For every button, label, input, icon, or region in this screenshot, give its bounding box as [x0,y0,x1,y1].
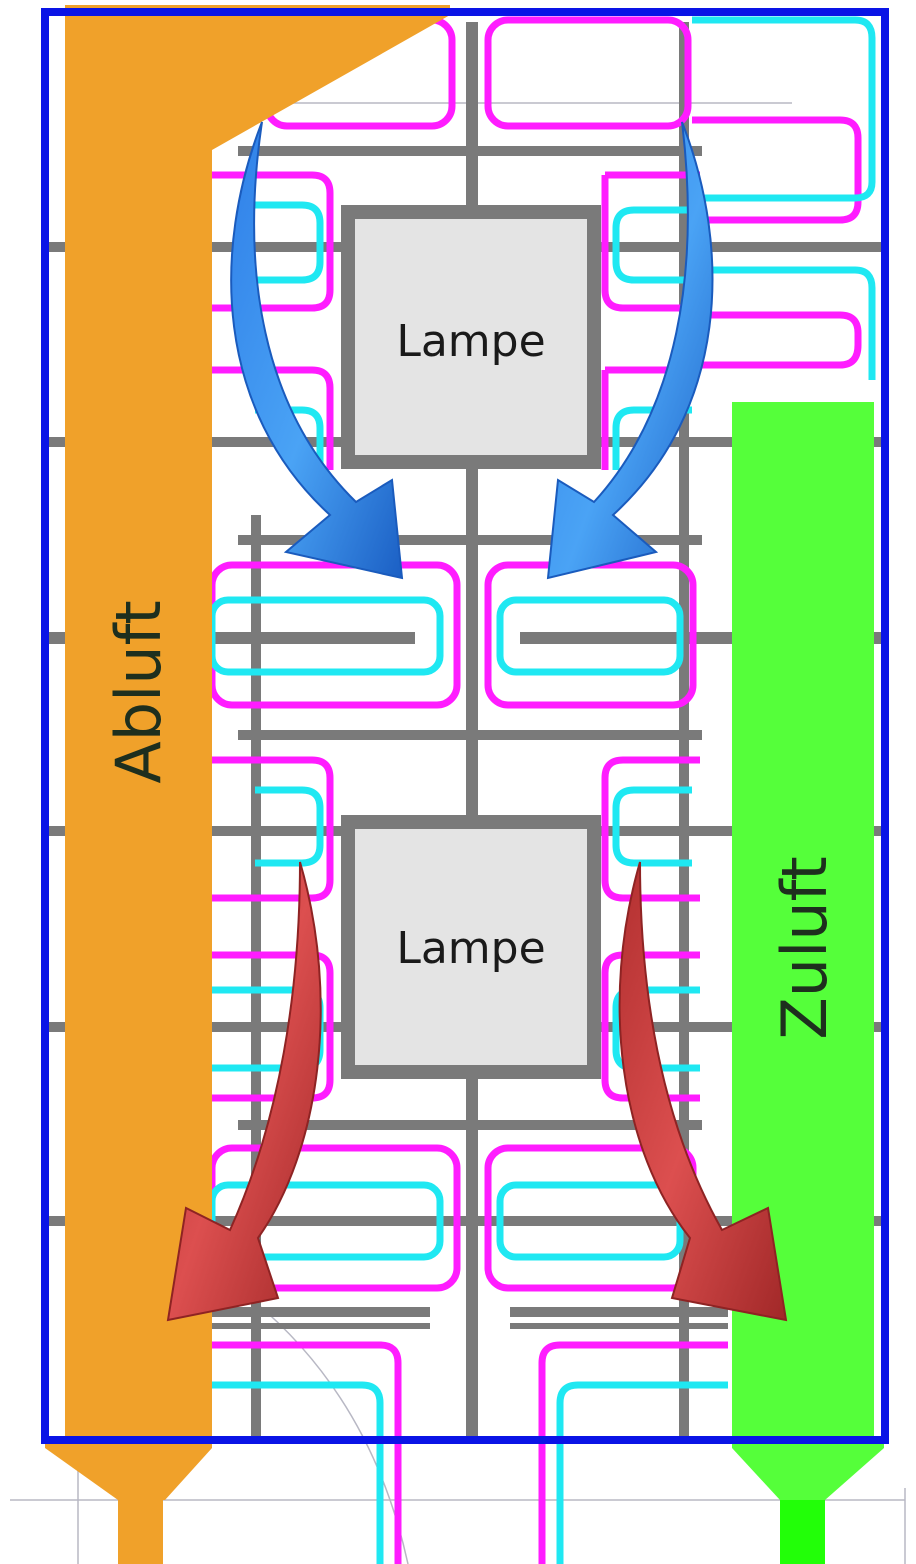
supply-label: Zuluft [768,856,841,1039]
lamp-bottom: Lampe [341,815,601,1079]
exhaust-label: Abluft [102,600,175,783]
lamp-bottom-label: Lampe [396,923,545,974]
cool-arrow-left [230,121,404,580]
warm-arrow-left [166,861,322,1322]
warm-airflow-arrows [166,861,788,1322]
cool-airflow-arrows [230,121,714,580]
room-frame [41,8,889,1444]
exhaust-duct [45,5,450,1564]
lamp-top: Lampe [341,205,601,469]
lamp-top-label: Lampe [396,316,545,367]
warm-arrow-right [618,861,788,1322]
cool-arrow-right [546,121,714,580]
pipe-loops-cold [208,16,876,1564]
